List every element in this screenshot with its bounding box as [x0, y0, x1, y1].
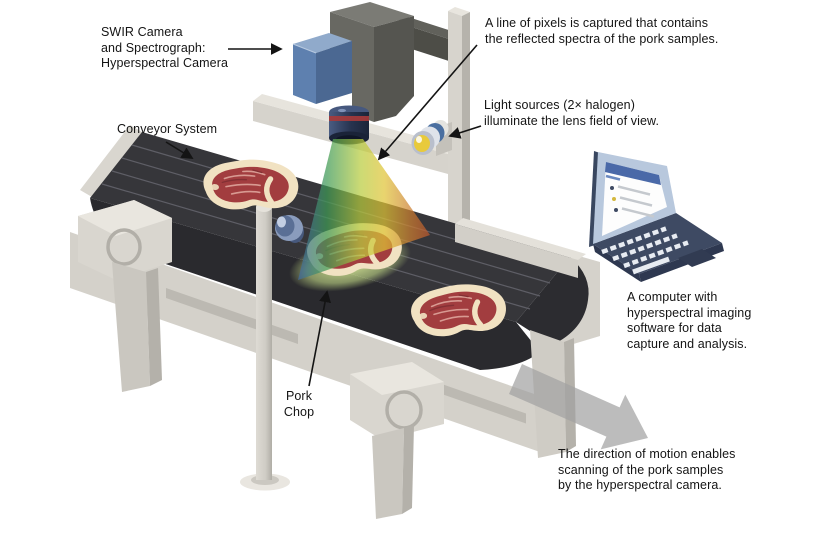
laptop-icon	[589, 151, 724, 282]
camera-lens	[329, 105, 369, 145]
laptop-keyboard	[601, 226, 689, 269]
porkchop-leader-arrow	[308, 290, 331, 387]
conveyor-frame	[70, 200, 576, 519]
back-rail	[455, 218, 586, 278]
swir-sensor-cube	[292, 33, 352, 104]
light-leader-arrow	[448, 125, 482, 139]
roller-knob	[275, 215, 304, 243]
support-pillar	[448, 7, 470, 234]
conveyor-leader-arrow	[165, 141, 194, 159]
label-computer: A computer with hyperspectral imaging so…	[627, 290, 752, 351]
halogen-lamp-icon	[411, 120, 452, 156]
label-line-of-pixels: A line of pixels is captured that contai…	[485, 16, 719, 46]
laptop-trackpad	[678, 249, 716, 267]
label-light-sources: Light sources (2× halogen) illuminate th…	[484, 98, 660, 128]
sensor-pole	[240, 202, 290, 491]
motion-arrow-icon	[509, 364, 648, 450]
pixels-leader-arrow	[377, 44, 478, 161]
laptop-screen-titlebar	[605, 162, 661, 185]
laptop-screen-list	[610, 185, 655, 218]
label-direction-of-motion: The direction of motion enables scanning…	[558, 447, 736, 492]
label-swir-camera: SWIR Camera and Spectrograph: Hyperspect…	[101, 25, 229, 70]
label-pork-chop: Pork Chop	[283, 389, 315, 419]
laptop-spacebar	[632, 256, 670, 275]
label-conveyor-system: Conveyor System	[117, 122, 218, 136]
light-cone	[298, 139, 430, 280]
